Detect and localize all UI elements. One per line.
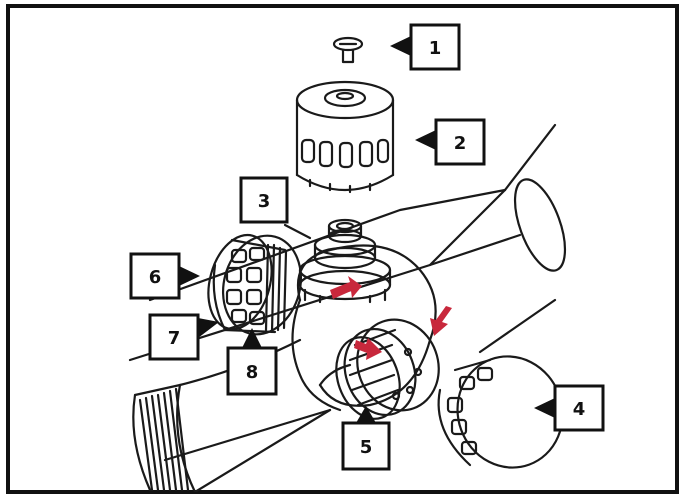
callout-6: 6 — [129, 252, 200, 300]
callout-label-5: 5 — [360, 437, 373, 458]
callout-4: 4 — [534, 384, 605, 432]
callout-label-6: 6 — [149, 267, 162, 288]
highlight-arrow-right — [430, 306, 452, 336]
highlight-arrow-left — [354, 338, 382, 360]
knurled-ocular — [132, 338, 332, 492]
callout-8: 8 — [226, 328, 278, 396]
callout-label-1: 1 — [429, 38, 442, 59]
callout-1: 1 — [390, 23, 461, 71]
callout-label-8: 8 — [246, 362, 259, 383]
windage-turret — [335, 318, 440, 420]
cap-screw — [332, 36, 364, 64]
highlight-arrow-top — [330, 276, 362, 299]
side-focus-knob — [207, 233, 303, 336]
callout-label-3: 3 — [258, 191, 271, 212]
callout-3: 3 — [239, 176, 289, 224]
callout-7: 7 — [148, 313, 219, 361]
highlight-arrows — [330, 276, 452, 360]
callout-5: 5 — [341, 406, 391, 471]
callout-label-4: 4 — [573, 399, 586, 420]
callout-label-2: 2 — [454, 133, 467, 154]
callout-2: 2 — [415, 118, 486, 166]
elevation-cap — [295, 80, 395, 194]
callout-label-7: 7 — [168, 328, 181, 349]
